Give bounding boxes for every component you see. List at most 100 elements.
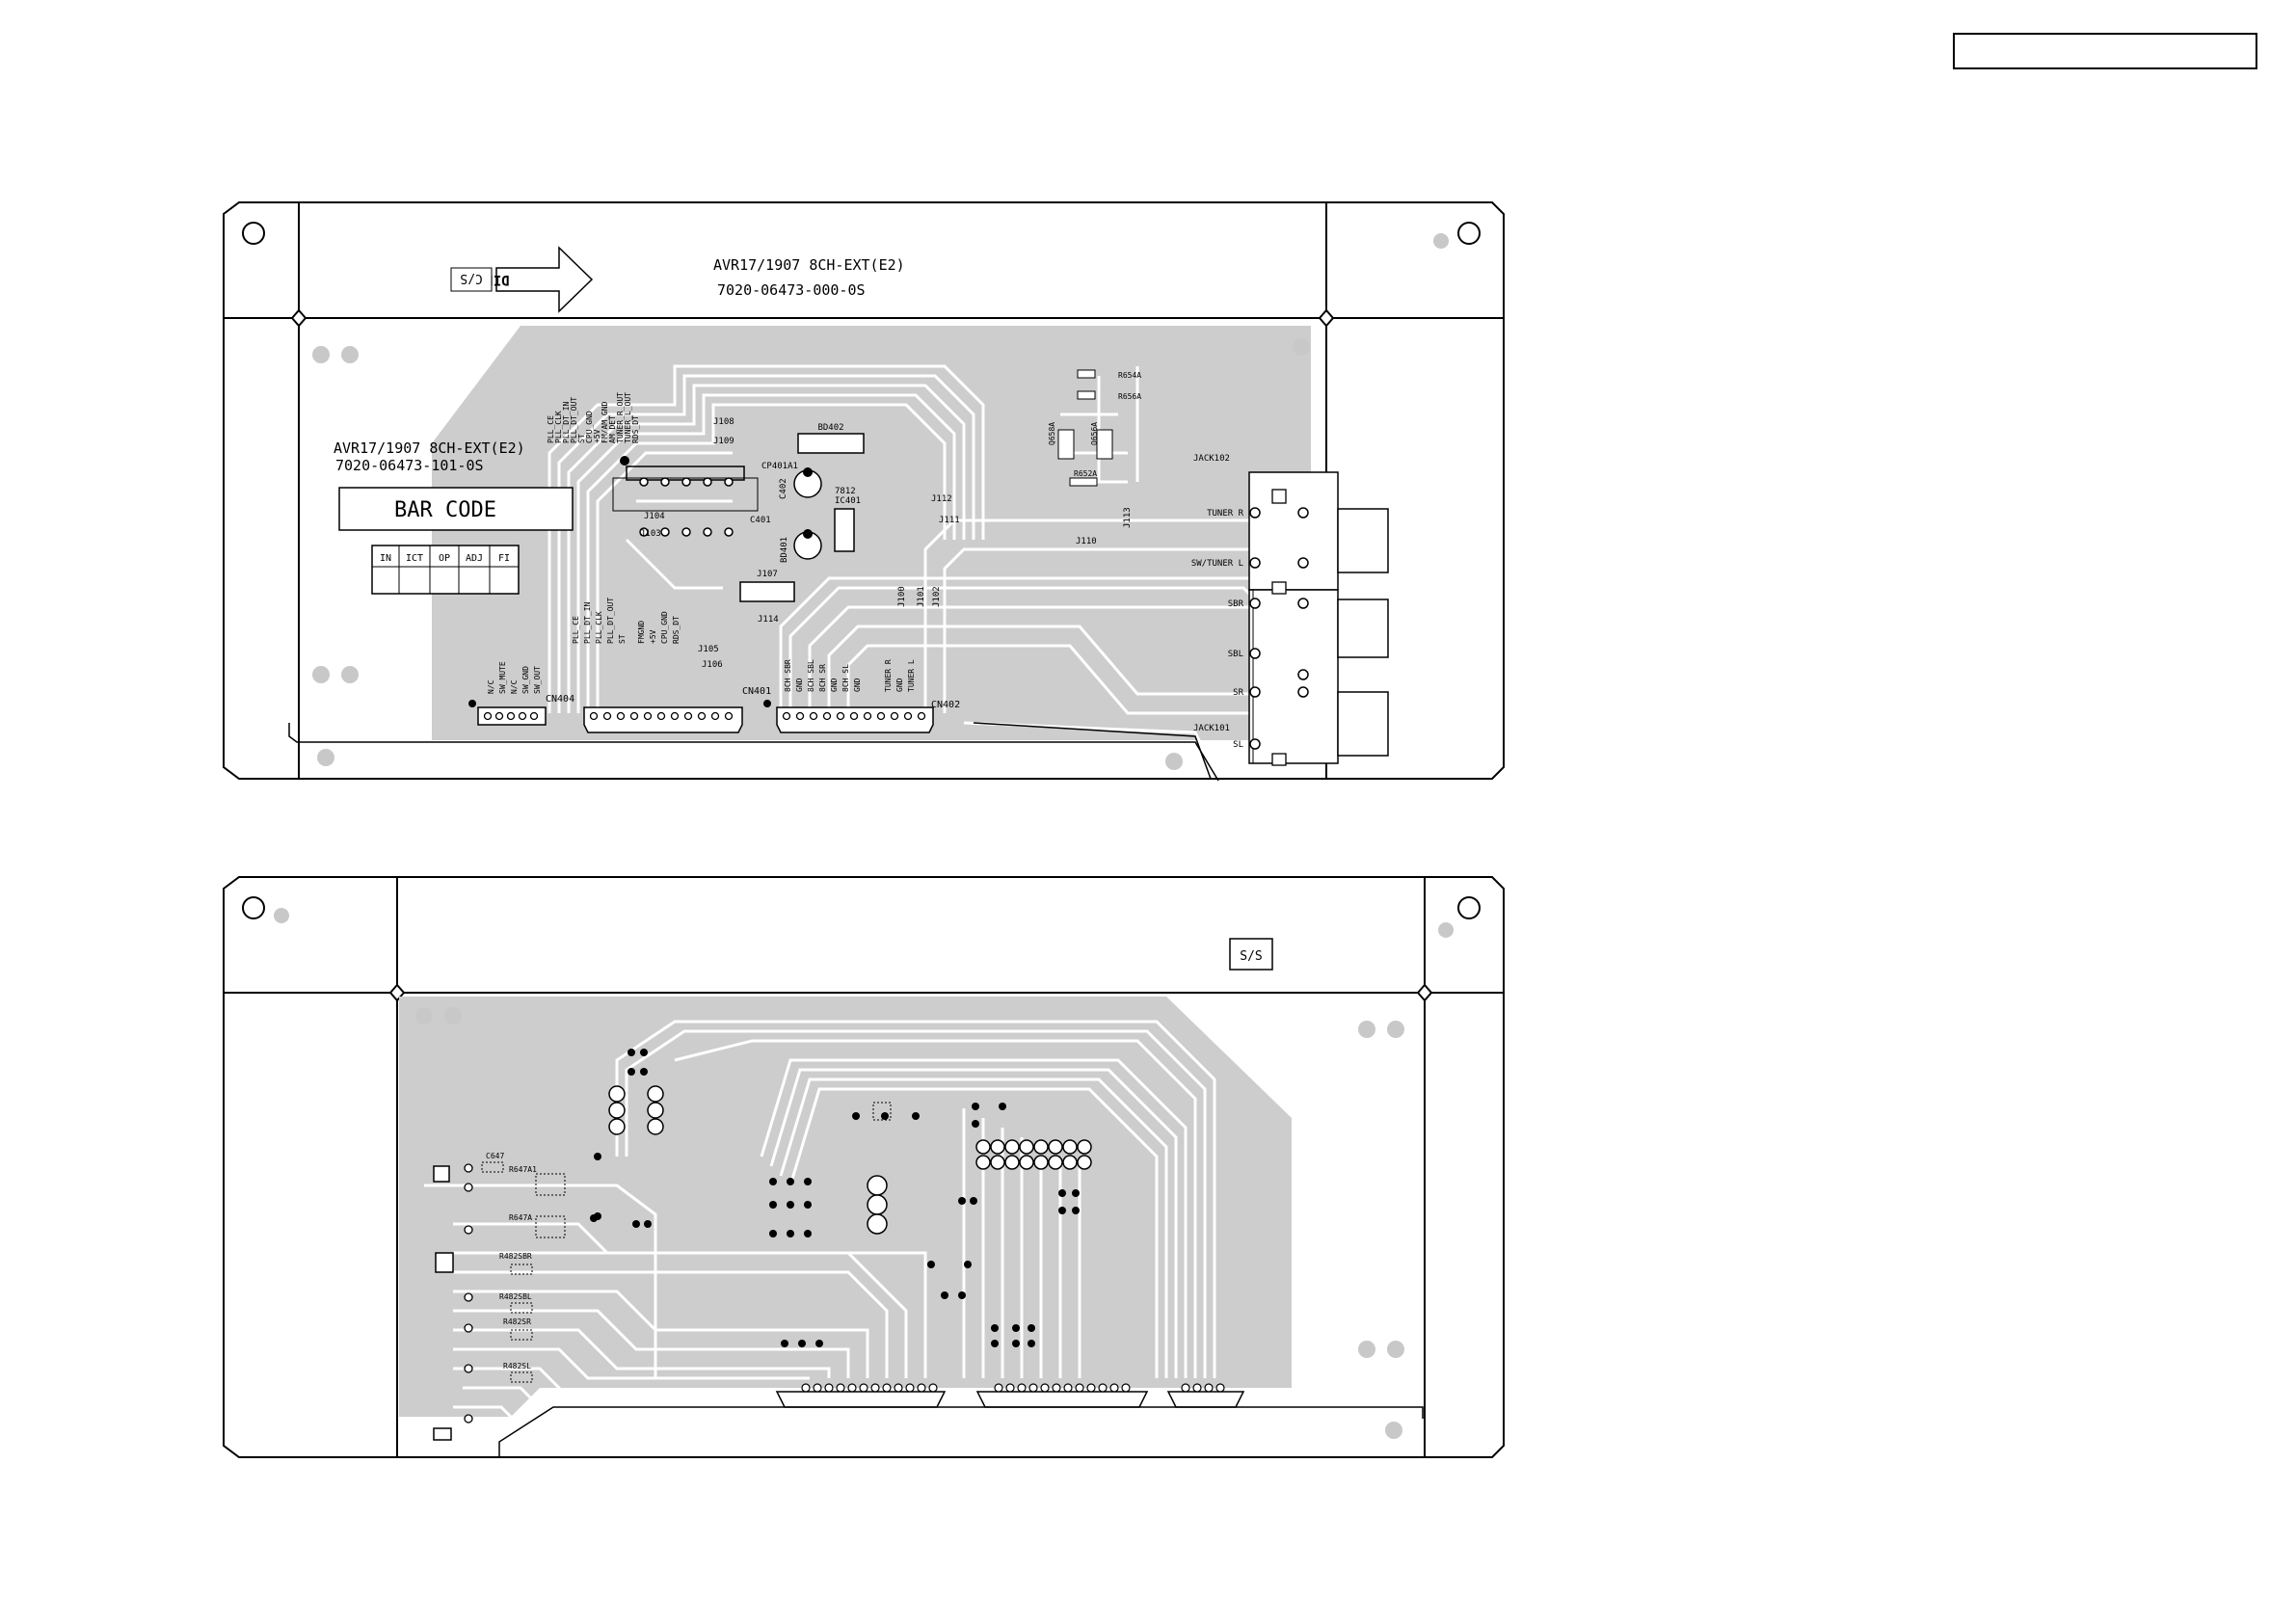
part-j103: J103 [640,529,661,539]
pin-label: 8CH SBL [807,659,815,692]
part-r482sl: R482SL [503,1362,531,1370]
barcode-box [338,487,574,531]
part-ic401: IC401 [835,496,861,506]
part-j106: J106 [702,660,723,670]
part-q656a: Q656A [1090,422,1099,445]
pin-label: N/C [487,679,495,694]
bottom-board: S/S [223,876,1505,1458]
pin-label: GND [895,678,904,692]
pin-label: 8CH SBR [784,659,792,692]
jack-label: SW/TUNER L [1191,559,1243,569]
pin-label: PLL_CLK [595,611,603,644]
top-pin-labels: PLL_CE PLL_CLK PLL_DT_IN PLL_DT_OUT ST C… [547,392,640,443]
part-j111: J111 [939,516,960,525]
pin-label: GND [830,678,839,692]
cn402-pin-labels: 8CH SBR GND 8CH SBL 8CH SR GND 8CH SL GN… [784,659,916,692]
pin-label: +5V [593,429,601,443]
jack-label: SBL [1228,650,1243,659]
pin-label: TUNER_L_OUT [624,392,632,443]
board-title-line1: AVR17/1907 8CH-EXT(E2) [713,256,905,274]
jack-label-jack102: JACK102 [1193,454,1230,464]
pin-label: PLL_CE [547,415,555,443]
side-label-ss: S/S [1240,949,1262,964]
part-j113: J113 [1123,507,1133,528]
part-j109: J109 [713,437,734,446]
pin-label: PLL_DT_OUT [570,397,578,443]
sub-title-line2: 7020-06473-101-0S [335,457,484,474]
pin-label: PLL_CLK [554,411,563,443]
document-number-box [1953,33,2257,69]
part-7812: 7812 [835,487,856,496]
pin-label: RDS_DT [631,415,640,443]
part-j112: J112 [931,494,952,504]
jack-label-jack101: JACK101 [1193,724,1230,733]
part-j108: J108 [713,417,734,427]
part-j105: J105 [698,645,719,654]
cn401-pin-labels: PLL_CE PLL_DT_IN PLL_CLK PLL_DT_OUT ST F… [572,598,681,644]
bottom-vias [590,1049,1080,1347]
pin-label: GND [795,678,804,692]
part-j102: J102 [932,586,942,607]
table-cell: FI [498,553,510,564]
cn404-pin-labels: N/C SW_MUTE N/C SW_GND SW_OUT [487,661,542,694]
jack-label: SBR [1228,599,1244,609]
pin-label: 8CH SR [818,664,827,692]
jack-block: JACK102 JACK101 TUNER R SW/TUNER L SBR S… [1191,454,1389,766]
direction-arrow: DIP C/S [450,246,594,313]
bottom-copper-area [399,997,1292,1417]
connector-cn404: CN404 [468,694,574,726]
part-r482sr: R482SR [503,1317,531,1326]
table-cell: ADJ [466,553,483,564]
pin-label: TUNER R [884,659,893,692]
pin-label: GND [853,678,862,692]
part-r647a: R647A [509,1213,532,1222]
side-label-cs: C/S [460,271,482,285]
pin-label: RDS_DT [672,616,681,644]
jack-label: SR [1233,688,1243,698]
bottom-connector-1 [775,1383,947,1408]
part-c401: BD401 [780,537,789,563]
top-copper-area [432,326,1311,740]
top-board: AVR17/1907 8CH-EXT(E2) 7020-06473-000-0S… [223,201,1505,782]
connector-label-cn401: CN401 [742,686,771,697]
barcode-label: BAR CODE [394,498,496,522]
inspection-table: IN ICT OP ADJ FI [371,545,520,595]
board-title-line2: 7020-06473-000-0S [717,281,866,299]
pin-label: AM_DET [608,415,617,443]
pin-label: FMGND [637,621,646,644]
table-cell: OP [439,553,450,564]
part-c647: C647 [486,1152,504,1160]
part-cp401a1: CP401A1 [761,462,798,471]
bottom-traces [424,1020,1216,1428]
part-r654a: R654A [1118,371,1141,380]
jack-label: SL [1233,740,1243,750]
part-r656a: R656A [1118,392,1141,401]
pin-label: PLL_CE [572,616,580,644]
pin-label: ST [618,634,627,644]
pin-label: CPU_GND [585,411,594,443]
pin-label: TUNER_R_OUT [616,392,625,443]
pin-label: SW_OUT [533,666,542,694]
part-j104: J104 [644,512,665,521]
connector-label-cn404: CN404 [546,694,574,705]
pin-label: PLL_DT_OUT [606,598,615,644]
bottom-pads [608,1085,1092,1235]
sub-title-line1: AVR17/1907 8CH-EXT(E2) [334,439,525,457]
part-q658a: Q658A [1048,422,1056,445]
table-cell: ICT [406,553,423,564]
jack-label: TUNER R [1207,509,1244,519]
part-c402: C402 [779,478,788,499]
part-j101: J101 [917,586,926,607]
connector-cn401: CN401 [583,686,771,733]
part-j110: J110 [1076,537,1097,546]
pin-label: FM/AM_GND [601,401,609,443]
part-j114: J114 [758,615,779,625]
table-cell: IN [380,553,391,564]
pin-label: PLL_DT_IN [562,401,571,443]
pin-label: SW_GND [521,666,530,694]
pin-label: CPU_GND [660,611,669,644]
part-r482sbr: R482SBR [499,1252,532,1261]
part-bd402: BD402 [817,423,843,433]
pin-label: SW_MUTE [498,661,507,694]
